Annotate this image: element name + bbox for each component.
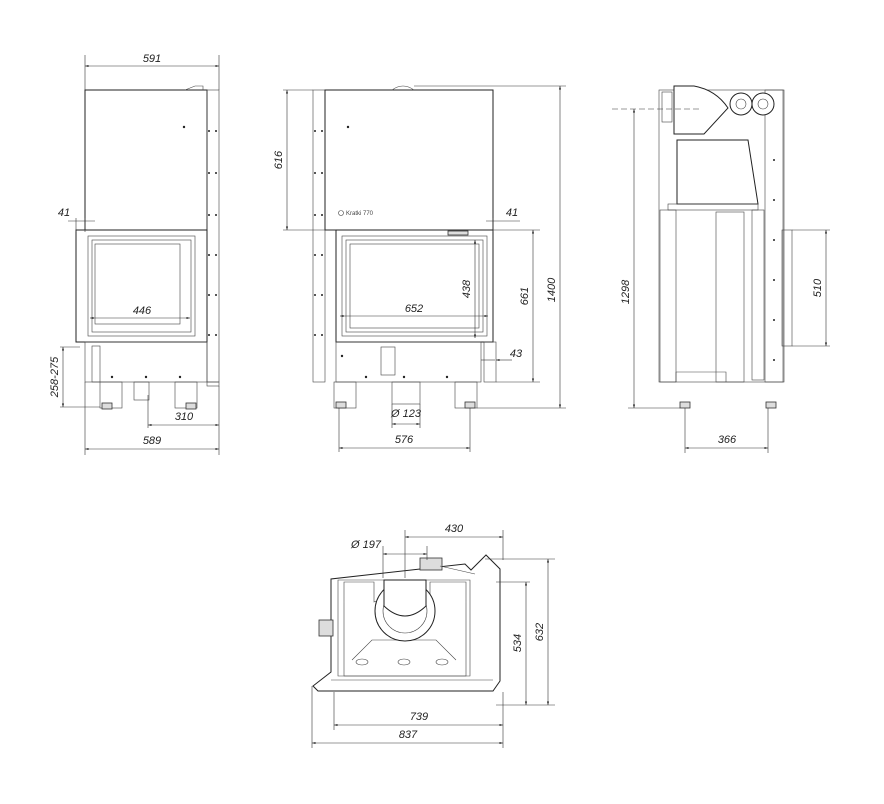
dim-diameter-123: Ø 123 bbox=[390, 408, 422, 420]
dim-258-275: 258-275 bbox=[49, 356, 61, 398]
dim-510: 510 bbox=[812, 278, 824, 297]
view-top: 430 Ø 197 534 632 739 837 bbox=[311, 523, 555, 748]
dim-837: 837 bbox=[399, 729, 418, 741]
dim-366: 366 bbox=[718, 434, 737, 446]
dim-1298: 1298 bbox=[620, 279, 632, 304]
dim-438: 438 bbox=[461, 279, 473, 298]
dim-1400: 1400 bbox=[546, 277, 558, 302]
dim-diameter-197: Ø 197 bbox=[350, 539, 382, 551]
brand-label: Kratki 770 bbox=[346, 211, 374, 217]
dim-310: 310 bbox=[175, 411, 194, 423]
view-left-front: 591 41 446 258-275 310 589 bbox=[49, 53, 220, 455]
dim-591: 591 bbox=[143, 53, 161, 65]
dim-534: 534 bbox=[512, 634, 524, 652]
dim-589: 589 bbox=[143, 435, 161, 447]
dim-446: 446 bbox=[133, 305, 152, 317]
dim-430: 430 bbox=[445, 523, 464, 535]
dim-43: 43 bbox=[510, 348, 523, 360]
dim-41-left: 41 bbox=[58, 207, 70, 219]
dim-41-front: 41 bbox=[506, 207, 518, 219]
dim-652: 652 bbox=[405, 303, 423, 315]
view-front: Kratki 770 616 41 438 652 bbox=[273, 85, 566, 452]
dim-739: 739 bbox=[410, 711, 428, 723]
dim-632: 632 bbox=[534, 623, 546, 641]
dim-661: 661 bbox=[519, 287, 531, 305]
view-side: 1298 510 366 bbox=[612, 85, 830, 453]
dim-616: 616 bbox=[273, 150, 285, 169]
dim-576: 576 bbox=[395, 434, 414, 446]
